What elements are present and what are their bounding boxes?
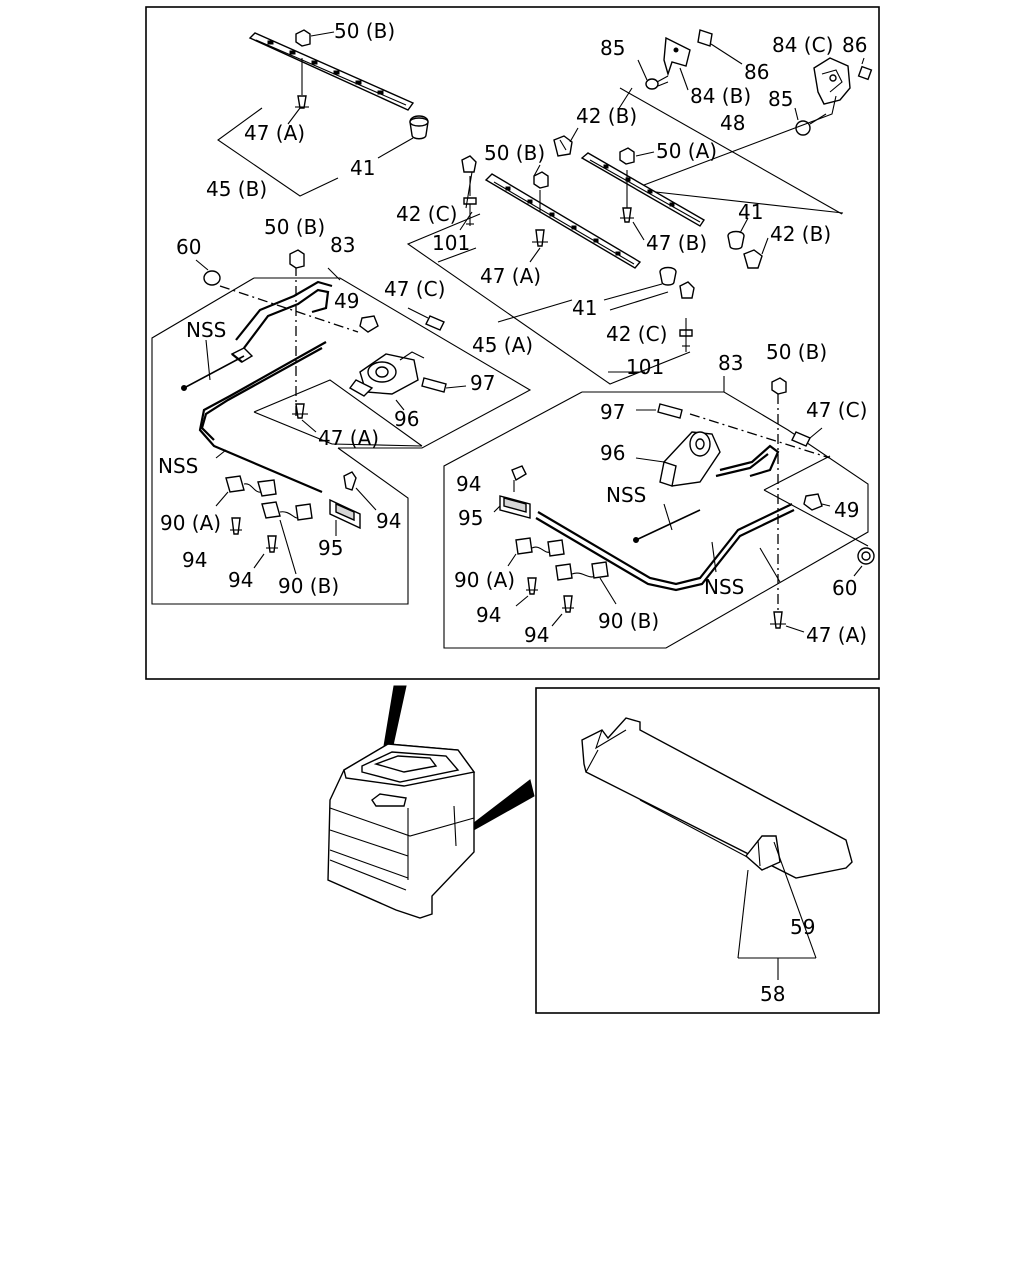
- label-101-2: 101: [626, 355, 664, 379]
- motor-96-right: [659, 431, 721, 487]
- label-nss-2: NSS: [158, 454, 198, 478]
- label-42b-2: 42 (B): [770, 222, 831, 246]
- label-42b-1: 42 (B): [576, 104, 637, 128]
- label-97-1: 97: [470, 371, 495, 395]
- label-nss-4: NSS: [704, 575, 744, 599]
- label-47a-2: 47 (A): [480, 264, 541, 288]
- sunvisor-detail: [581, 717, 853, 980]
- label-95-2: 95: [458, 506, 483, 530]
- label-59: 59: [790, 915, 815, 939]
- label-94-6: 94: [524, 623, 549, 647]
- label-84b: 84 (B): [690, 84, 751, 108]
- rail-45b: [217, 29, 429, 197]
- label-94-5: 94: [476, 603, 501, 627]
- right-mechanism: [443, 376, 875, 649]
- label-90a-1: 90 (A): [160, 511, 221, 535]
- label-101-1: 101: [432, 231, 470, 255]
- label-83-2: 83: [718, 351, 743, 375]
- callout-labels: 50 (B) 47 (A) 41 45 (B) 85 86 84 (C) 86 …: [158, 19, 867, 1006]
- sunvisor-detail-frame: [535, 687, 880, 1014]
- label-41-3: 41: [572, 296, 597, 320]
- label-94-1: 94: [182, 548, 207, 572]
- label-45b: 45 (B): [206, 177, 267, 201]
- label-47c-2: 47 (C): [806, 398, 867, 422]
- label-50a: 50 (A): [656, 139, 717, 163]
- label-50b-2: 50 (B): [484, 141, 545, 165]
- label-60-2: 60: [832, 576, 857, 600]
- vehicle-cab-illustration: [327, 685, 535, 919]
- label-94-3: 94: [228, 568, 253, 592]
- label-50b-3: 50 (B): [264, 215, 325, 239]
- label-97-2: 97: [600, 400, 625, 424]
- rail-48: [553, 127, 769, 269]
- label-90b-2: 90 (B): [598, 609, 659, 633]
- label-48: 48: [720, 111, 745, 135]
- label-83-1: 83: [330, 233, 355, 257]
- label-58: 58: [760, 982, 785, 1006]
- label-84c: 84 (C): [772, 33, 833, 57]
- label-86-1: 86: [744, 60, 769, 84]
- label-95-1: 95: [318, 536, 343, 560]
- label-47a-3: 47 (A): [318, 426, 379, 450]
- label-49-2: 49: [834, 498, 859, 522]
- label-60-1: 60: [176, 235, 201, 259]
- label-85-2: 85: [768, 87, 793, 111]
- label-nss-1: NSS: [186, 318, 226, 342]
- label-50b-4: 50 (B): [766, 340, 827, 364]
- label-49-1: 49: [334, 289, 359, 313]
- label-47b: 47 (B): [646, 231, 707, 255]
- label-nss-3: NSS: [606, 483, 646, 507]
- label-50b-1: 50 (B): [334, 19, 395, 43]
- left-mechanism: [151, 249, 532, 605]
- rail-45a: [406, 155, 695, 385]
- label-47a-1: 47 (A): [244, 121, 305, 145]
- label-94-4: 94: [456, 472, 481, 496]
- label-86-2: 86: [842, 33, 867, 57]
- label-90a-2: 90 (A): [454, 568, 515, 592]
- main-diagram-frame: [145, 6, 880, 680]
- label-41-1: 41: [350, 156, 375, 180]
- bracket-group-84: [617, 29, 873, 215]
- label-94-2: 94: [376, 509, 401, 533]
- label-42c-1: 42 (C): [396, 202, 457, 226]
- label-96-1: 96: [394, 407, 419, 431]
- label-45a: 45 (A): [472, 333, 533, 357]
- label-90b-1: 90 (B): [278, 574, 339, 598]
- label-47a-4: 47 (A): [806, 623, 867, 647]
- label-47c-1: 47 (C): [384, 277, 445, 301]
- label-42c-2: 42 (C): [606, 322, 667, 346]
- label-96-2: 96: [600, 441, 625, 465]
- label-41-2: 41: [738, 200, 763, 224]
- label-85-1: 85: [600, 36, 625, 60]
- motor-96-left: [348, 351, 425, 397]
